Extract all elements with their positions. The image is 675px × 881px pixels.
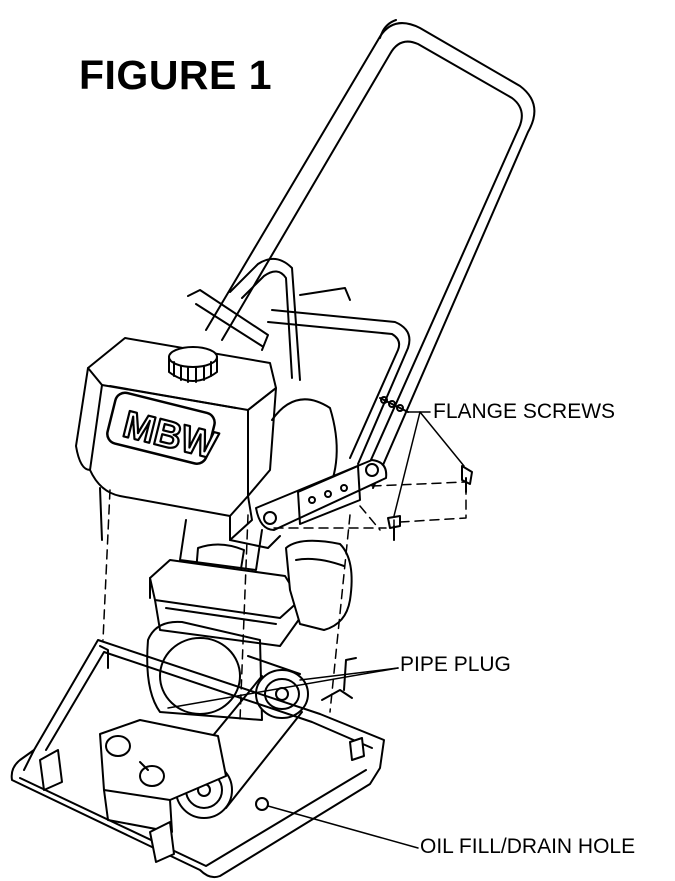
leader-lines — [167, 411, 465, 849]
guard-frame — [187, 257, 411, 465]
callout-flange-screws: FLANGE SCREWS — [433, 400, 616, 423]
figure-title: FIGURE 1 — [79, 52, 273, 98]
handle-mount — [229, 398, 388, 549]
base-plate — [10, 639, 385, 879]
callout-pipe-plug: PIPE PLUG — [400, 653, 511, 676]
callout-oil-fill-drain-hole: OIL FILL/DRAIN HOLE — [420, 835, 636, 858]
engine — [146, 519, 353, 721]
fuel-cap — [168, 346, 218, 383]
fuel-tank: MBW — [75, 337, 277, 541]
tank-rod — [99, 487, 103, 541]
exciter — [99, 719, 269, 833]
handle-bar — [205, 19, 536, 489]
